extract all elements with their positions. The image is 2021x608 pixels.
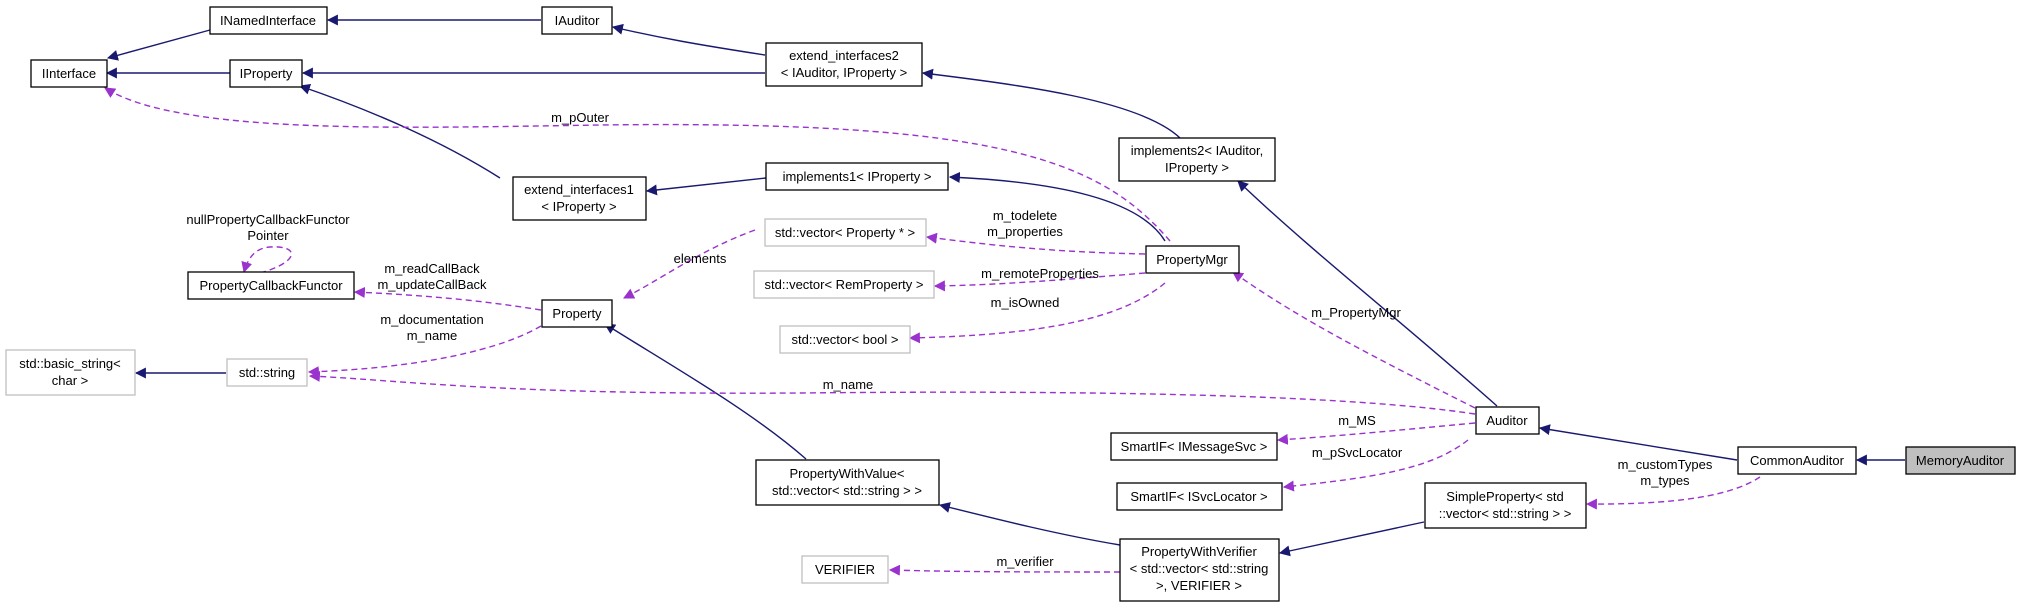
label-elements: elements: [674, 251, 727, 266]
edge-m-pouter: [104, 87, 1171, 242]
edge-m-name: [308, 370, 1476, 415]
node-iproperty[interactable]: IProperty: [229, 59, 303, 88]
edge-implements2-to-extendinterfaces2: [921, 68, 1181, 139]
svg-text:Property: Property: [552, 306, 602, 321]
label-m-psvclocator: m_pSvcLocator: [1312, 445, 1403, 460]
edge-m-verifier: [888, 564, 1121, 576]
edge-docname: [307, 325, 542, 378]
node-commonauditor[interactable]: CommonAuditor: [1737, 446, 1857, 475]
node-std-string[interactable]: std::string: [226, 358, 308, 387]
node-memoryauditor[interactable]: MemoryAuditor: [1905, 446, 2016, 475]
svg-text:extend_interfaces1< IProperty: extend_interfaces1< IProperty >: [524, 182, 634, 214]
edge-implements1-to-extendinterfaces1: [645, 177, 767, 196]
edge-isowned: [908, 282, 1166, 344]
svg-text:implements2< IAuditor,IPropert: implements2< IAuditor,IProperty >: [1131, 143, 1264, 175]
node-propertymgr[interactable]: PropertyMgr: [1145, 245, 1240, 274]
usage-edges: [104, 87, 1761, 576]
node-smartif-imessagesvc[interactable]: SmartIF< IMessageSvc >: [1110, 432, 1278, 461]
svg-text:extend_interfaces2< IAuditor,: extend_interfaces2< IAuditor, IProperty …: [781, 48, 907, 80]
edge-extendinterfaces1-to-iproperty: [298, 84, 501, 179]
svg-text:IProperty: IProperty: [240, 66, 293, 81]
edge-remoteproperties: [933, 272, 1146, 292]
svg-text:std::vector< RemProperty >: std::vector< RemProperty >: [765, 277, 924, 292]
inheritance-edges: [105, 14, 1905, 557]
edge-m-ms: [1276, 422, 1476, 445]
node-propertywithverifier[interactable]: PropertyWithVerifier< std::vector< std::…: [1119, 538, 1280, 602]
svg-text:IAuditor: IAuditor: [555, 13, 600, 28]
edge-todelete: [925, 232, 1146, 255]
svg-text:IInterface: IInterface: [42, 66, 96, 81]
svg-text:INamedInterface: INamedInterface: [220, 13, 316, 28]
svg-text:SmartIF< ISvcLocator >: SmartIF< ISvcLocator >: [1130, 489, 1267, 504]
svg-text:std::vector< Property * >: std::vector< Property * >: [775, 225, 915, 240]
edge-propertywithvalue-to-property: [604, 323, 807, 460]
node-implements1[interactable]: implements1< IProperty >: [765, 162, 949, 191]
svg-text:PropertyMgr: PropertyMgr: [1156, 252, 1228, 267]
edge-propertymgr-to-implements1: [948, 171, 1166, 242]
node-iauditor[interactable]: IAuditor: [541, 6, 613, 35]
nodes: IInterface INamedInterface IAuditor IPro…: [5, 6, 2016, 602]
svg-text:SmartIF< IMessageSvc >: SmartIF< IMessageSvc >: [1121, 439, 1268, 454]
node-simpleproperty[interactable]: SimpleProperty< std::vector< std::string…: [1424, 482, 1587, 529]
svg-text:PropertyCallbackFunctor: PropertyCallbackFunctor: [199, 278, 343, 293]
svg-text:std::vector< bool >: std::vector< bool >: [792, 332, 899, 347]
edge-nullcallback-loop: [241, 246, 292, 274]
edge-m-psvclocator: [1282, 439, 1469, 492]
node-vector-remproperty[interactable]: std::vector< RemProperty >: [753, 270, 935, 299]
svg-text:Auditor: Auditor: [1486, 413, 1528, 428]
svg-text:VERIFIER: VERIFIER: [815, 562, 875, 577]
svg-text:PropertyWithVerifier< std::vec: PropertyWithVerifier< std::vector< std::…: [1130, 544, 1269, 593]
edge-elements: [623, 229, 756, 299]
node-verifier[interactable]: VERIFIER: [801, 555, 889, 584]
edge-propertywithverifier-to-propertywithvalue: [938, 502, 1121, 546]
svg-text:CommonAuditor: CommonAuditor: [1750, 453, 1845, 468]
node-smartif-isvclocator[interactable]: SmartIF< ISvcLocator >: [1116, 482, 1283, 511]
svg-text:SimpleProperty< std::vector< s: SimpleProperty< std::vector< std::string…: [1439, 489, 1572, 521]
edge-commonauditor-to-auditor: [1538, 424, 1738, 461]
label-m-pouter: m_pOuter: [551, 110, 609, 125]
svg-text:std::string: std::string: [239, 365, 295, 380]
label-m-verifier: m_verifier: [996, 554, 1054, 569]
node-vector-property-ptr[interactable]: std::vector< Property * >: [764, 218, 927, 247]
label-m-name: m_name: [823, 377, 874, 392]
node-propertycallbackfunctor[interactable]: PropertyCallbackFunctor: [187, 271, 355, 300]
edge-callbacks: [353, 286, 542, 311]
node-property[interactable]: Property: [541, 299, 613, 328]
svg-text:implements1< IProperty >: implements1< IProperty >: [783, 169, 932, 184]
node-auditor[interactable]: Auditor: [1475, 406, 1540, 435]
node-implements2[interactable]: implements2< IAuditor,IProperty >: [1118, 137, 1276, 182]
node-vector-bool[interactable]: std::vector< bool >: [779, 325, 911, 354]
edge-simpleproperty-to-propertywithverifier: [1278, 521, 1425, 557]
node-inamedinterface[interactable]: INamedInterface: [209, 6, 328, 35]
node-extend-interfaces2[interactable]: extend_interfaces2< IAuditor, IProperty …: [765, 42, 923, 87]
svg-text:MemoryAuditor: MemoryAuditor: [1916, 453, 2005, 468]
node-iinterface[interactable]: IInterface: [30, 59, 108, 88]
label-isowned: m_isOwned: [991, 295, 1060, 310]
label-m-ms: m_MS: [1338, 413, 1376, 428]
svg-text:PropertyWithValue<std::vector<: PropertyWithValue<std::vector< std::stri…: [772, 466, 922, 498]
edge-customtypes: [1585, 476, 1761, 510]
edge-extendinterfaces2-to-iauditor: [611, 23, 766, 56]
label-m-propertymgr: m_PropertyMgr: [1311, 305, 1401, 320]
label-remote-properties: m_remoteProperties: [981, 266, 1099, 281]
edge-auditor-to-implements2: [1237, 180, 1498, 407]
edge-inamedinterface-to-iinterface: [106, 29, 211, 61]
svg-text:std::basic_string<char >: std::basic_string<char >: [19, 356, 121, 388]
node-propertywithvalue[interactable]: PropertyWithValue<std::vector< std::stri…: [755, 459, 940, 506]
node-extend-interfaces1[interactable]: extend_interfaces1< IProperty >: [512, 176, 647, 221]
edge-m-propertymgr: [1232, 271, 1476, 409]
node-basic-string[interactable]: std::basic_string<char >: [5, 349, 136, 396]
